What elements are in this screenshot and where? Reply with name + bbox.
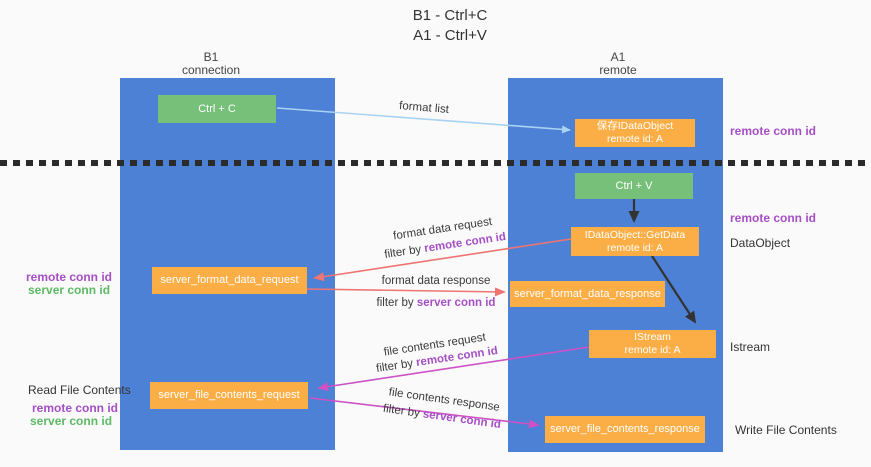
node-save-idataobject-line1: 保存IDataObject [596,120,674,132]
node-server-file-contents-request-label: server_file_contents_request [158,389,300,401]
label-format-data-response-text: format data response [381,275,491,287]
lane-b1-subtitle: connection [181,63,241,77]
node-idataobject-getdata: IDataObject::GetData remote id: A [571,227,699,256]
lane-a1-subtitle: remote [599,63,637,77]
annotation-write-file-contents: Write File Contents [735,423,837,437]
annotation-remote-conn-id-top: remote conn id [730,124,817,138]
node-idataobject-getdata-line1: IDataObject::GetData [584,228,686,241]
node-istream: IStream remote id: A [589,330,716,358]
annotation-left-server-conn-id-1: server conn id [28,283,111,297]
lane-header-a1: A1 remote [548,51,688,77]
annotation-left-remote-conn-id-1: remote conn id [26,270,113,284]
label-format-data-response-filter: filter by server conn id [376,297,496,309]
title-line-1: B1 - Ctrl+C [412,7,488,24]
arrow-file-contents-request [317,346,590,392]
session-divider-dashed-line [0,160,871,166]
annotation-left-server-conn-id-2: server conn id [30,414,113,428]
annotation-read-file-contents: Read File Contents [28,383,131,397]
title-line-2: A1 - Ctrl+V [413,27,487,44]
node-server-file-contents-response: server_file_contents_response [545,416,705,443]
label-format-data-response-filter-key: server conn id [416,297,496,309]
node-ctrl-c: Ctrl + C [158,95,276,123]
node-server-format-data-request: server_format_data_request [152,267,307,294]
node-ctrl-v: Ctrl + V [575,173,693,199]
arrow-getdata-to-istream [651,255,697,324]
arrow-format-list [276,107,571,134]
node-server-format-data-request-label: server_format_data_request [160,274,299,286]
diagram-title: B1 - Ctrl+C A1 - Ctrl+V [330,6,570,46]
node-istream-line2: remote id: A [624,344,681,356]
node-server-file-contents-request: server_file_contents_request [150,382,308,409]
node-idataobject-getdata-line2: remote id: A [606,241,664,254]
node-ctrl-c-label: Ctrl + C [198,102,236,115]
node-save-idataobject: 保存IDataObject remote id: A [575,119,695,147]
annotation-istream: Istream [730,340,771,354]
lane-header-b1: B1 connection [141,51,281,77]
annotation-remote-conn-id-mid: remote conn id [730,211,817,225]
label-format-data-response: format data response filter by server co… [377,270,496,314]
node-server-format-data-response: server_format_data_response [510,281,665,307]
node-istream-line1: IStream [634,331,671,343]
node-server-format-data-response-label: server_format_data_response [514,287,661,300]
lane-b1-title: B1 [203,50,219,64]
annotation-left-remote-conn-id-2: remote conn id [32,401,119,415]
node-server-file-contents-response-label: server_file_contents_response [550,423,700,435]
arrow-format-data-request [313,238,572,282]
lane-a1-title: A1 [610,50,626,64]
arrow-format-data-response [306,287,506,297]
arrow-file-contents-response [309,397,540,429]
annotation-dataobject: DataObject [730,236,791,250]
node-ctrl-v-label: Ctrl + V [615,179,653,192]
node-save-idataobject-line2: remote id: A [606,133,664,145]
